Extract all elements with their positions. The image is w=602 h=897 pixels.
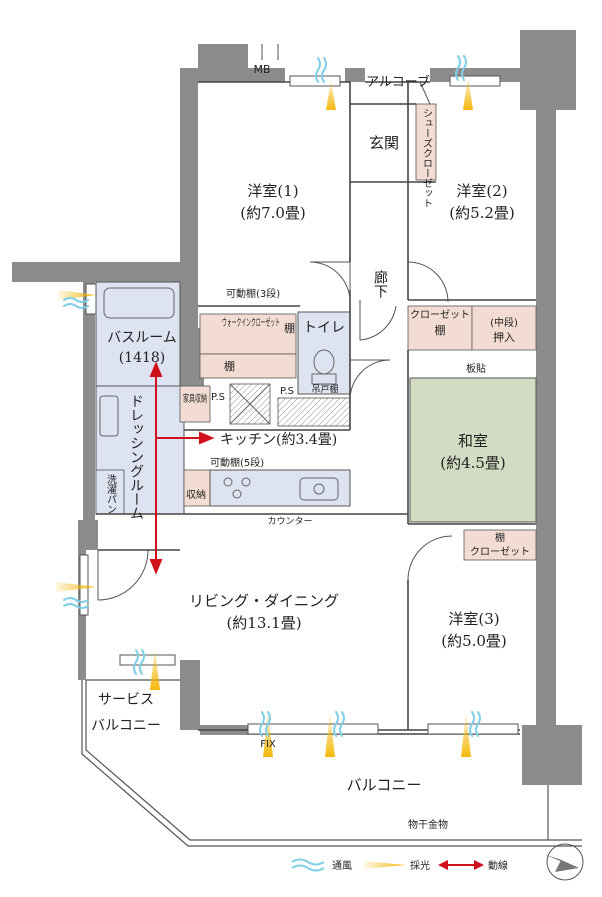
outer-walls <box>12 30 582 785</box>
walkin-shelf-area <box>199 353 297 379</box>
walkin-label: ウォークインクローゼット <box>222 317 280 329</box>
windows <box>79 75 519 735</box>
walkin-shelf-label: 棚 <box>284 321 295 335</box>
western3-size: (約5.0畳) <box>441 632 507 650</box>
entrance-label: 玄関 <box>369 134 399 152</box>
western1-size: (約7.0畳) <box>240 204 306 222</box>
drying-label: 物干金物 <box>408 818 448 831</box>
light-icon <box>56 582 96 592</box>
closet3-area <box>463 529 537 561</box>
closet2-shelf-label: 棚 <box>435 323 446 337</box>
light-icon <box>325 712 335 757</box>
door-swings <box>97 44 453 601</box>
sink-icon <box>299 477 339 501</box>
western2-name: 洋室(2) <box>456 182 507 200</box>
bathroom-name: バスルーム <box>107 330 177 346</box>
bathroom-area <box>95 281 181 387</box>
furniture-storage-area <box>179 385 211 423</box>
service-balcony-line2: バルコニー <box>91 718 161 734</box>
toilet-label: トイレ <box>303 320 345 336</box>
flow-arrow-icon <box>438 860 448 870</box>
walkin-shelf2-label: 棚 <box>224 359 235 373</box>
light-icon <box>463 76 473 110</box>
counter-label: カウンター <box>267 516 312 527</box>
washitsu-name: 和室 <box>458 432 488 450</box>
ps-area-2 <box>277 397 351 427</box>
living-size: (約13.1畳) <box>226 614 301 632</box>
fix-label: FIX <box>260 739 276 750</box>
hallway-label: 廊下 <box>372 269 388 298</box>
shoe-closet-area <box>415 103 437 181</box>
light-icon <box>326 80 336 110</box>
toilet-area <box>297 311 351 395</box>
alcove-label: アルコーブ <box>366 74 430 90</box>
bathroom-size: (1418) <box>119 350 166 366</box>
movable-shelf3-label: 可動棚(3段) <box>226 287 280 300</box>
flow-arrow-icon <box>199 431 215 445</box>
western2-size: (約5.2畳) <box>449 204 515 222</box>
stove-icon <box>223 477 233 487</box>
shoe-closet-label: シューズクローゼット <box>421 108 433 208</box>
ps-label: P.S <box>211 392 225 403</box>
wind-icon <box>63 297 89 309</box>
legend: 通風 採光 動線 <box>291 858 508 872</box>
closet3-label: クローゼット <box>470 546 530 558</box>
hanging-cabinet-label: 吊戸棚 <box>311 383 338 395</box>
legend-flow: 動線 <box>488 859 508 872</box>
light-icon <box>461 712 471 757</box>
flow-arrows <box>149 361 215 575</box>
ps2-label: P.S <box>280 386 294 397</box>
light-icon <box>150 648 160 690</box>
movable-shelf5-label: 可動棚(5段) <box>210 456 264 469</box>
wind-icon <box>63 597 89 609</box>
fixtures <box>99 287 339 501</box>
walkin-area <box>199 313 297 355</box>
western1-name: 洋室(1) <box>247 182 298 200</box>
itabari-label: 板貼 <box>466 362 486 375</box>
kitchen-label: キッチン(約3.4畳) <box>220 432 337 448</box>
wind-icon <box>469 711 481 737</box>
legend-wind: 通風 <box>332 860 352 872</box>
mb-label: MB <box>253 63 270 76</box>
wind-icon <box>315 57 327 83</box>
room-labels: MB アルコーブ 玄関 シューズクローゼット 洋室(1) (約7.0畳) 洋室(… <box>98 63 530 831</box>
flow-arrow-icon <box>474 860 484 870</box>
oshiire-label: 押入 <box>493 330 515 344</box>
legend-light: 採光 <box>410 859 430 872</box>
balcony-outline <box>81 679 582 847</box>
closet2-label: クローゼット <box>410 309 470 321</box>
dressing-label: ドレッシングルーム <box>128 394 144 520</box>
kitchen-storage-area <box>183 469 211 507</box>
room-fills <box>95 103 537 561</box>
washitsu-size: (約4.5畳) <box>440 454 506 472</box>
living-name: リビング・ダイニング <box>189 592 339 610</box>
wind-icon <box>333 711 345 737</box>
flow-arrow-icon <box>149 559 163 575</box>
wind-icon <box>259 711 271 737</box>
service-balcony-label: サービス <box>98 692 154 708</box>
wind-icon <box>455 55 467 81</box>
kitchen-counter-area <box>209 469 351 507</box>
compass-icon <box>543 843 584 881</box>
storage-label: 収納 <box>186 488 206 501</box>
furniture-storage-label: 家具収納 <box>183 392 207 405</box>
wind-markers <box>63 55 481 737</box>
wind-icon <box>133 649 145 675</box>
washitsu-area <box>409 377 537 523</box>
wind-icon <box>291 858 325 872</box>
closet3-shelf-label: 棚 <box>495 531 505 544</box>
mid-shelf-label: (中段) <box>490 316 518 329</box>
balcony-label: バルコニー <box>347 776 422 794</box>
flow-arrow-icon <box>149 361 163 377</box>
oshiire-area <box>471 305 537 351</box>
bathtub-icon <box>103 287 175 319</box>
laundry-label: 洗濯パン <box>105 474 117 514</box>
western3-name: 洋室(3) <box>448 610 499 628</box>
light-icon <box>364 861 406 869</box>
laundry-area <box>95 469 125 515</box>
